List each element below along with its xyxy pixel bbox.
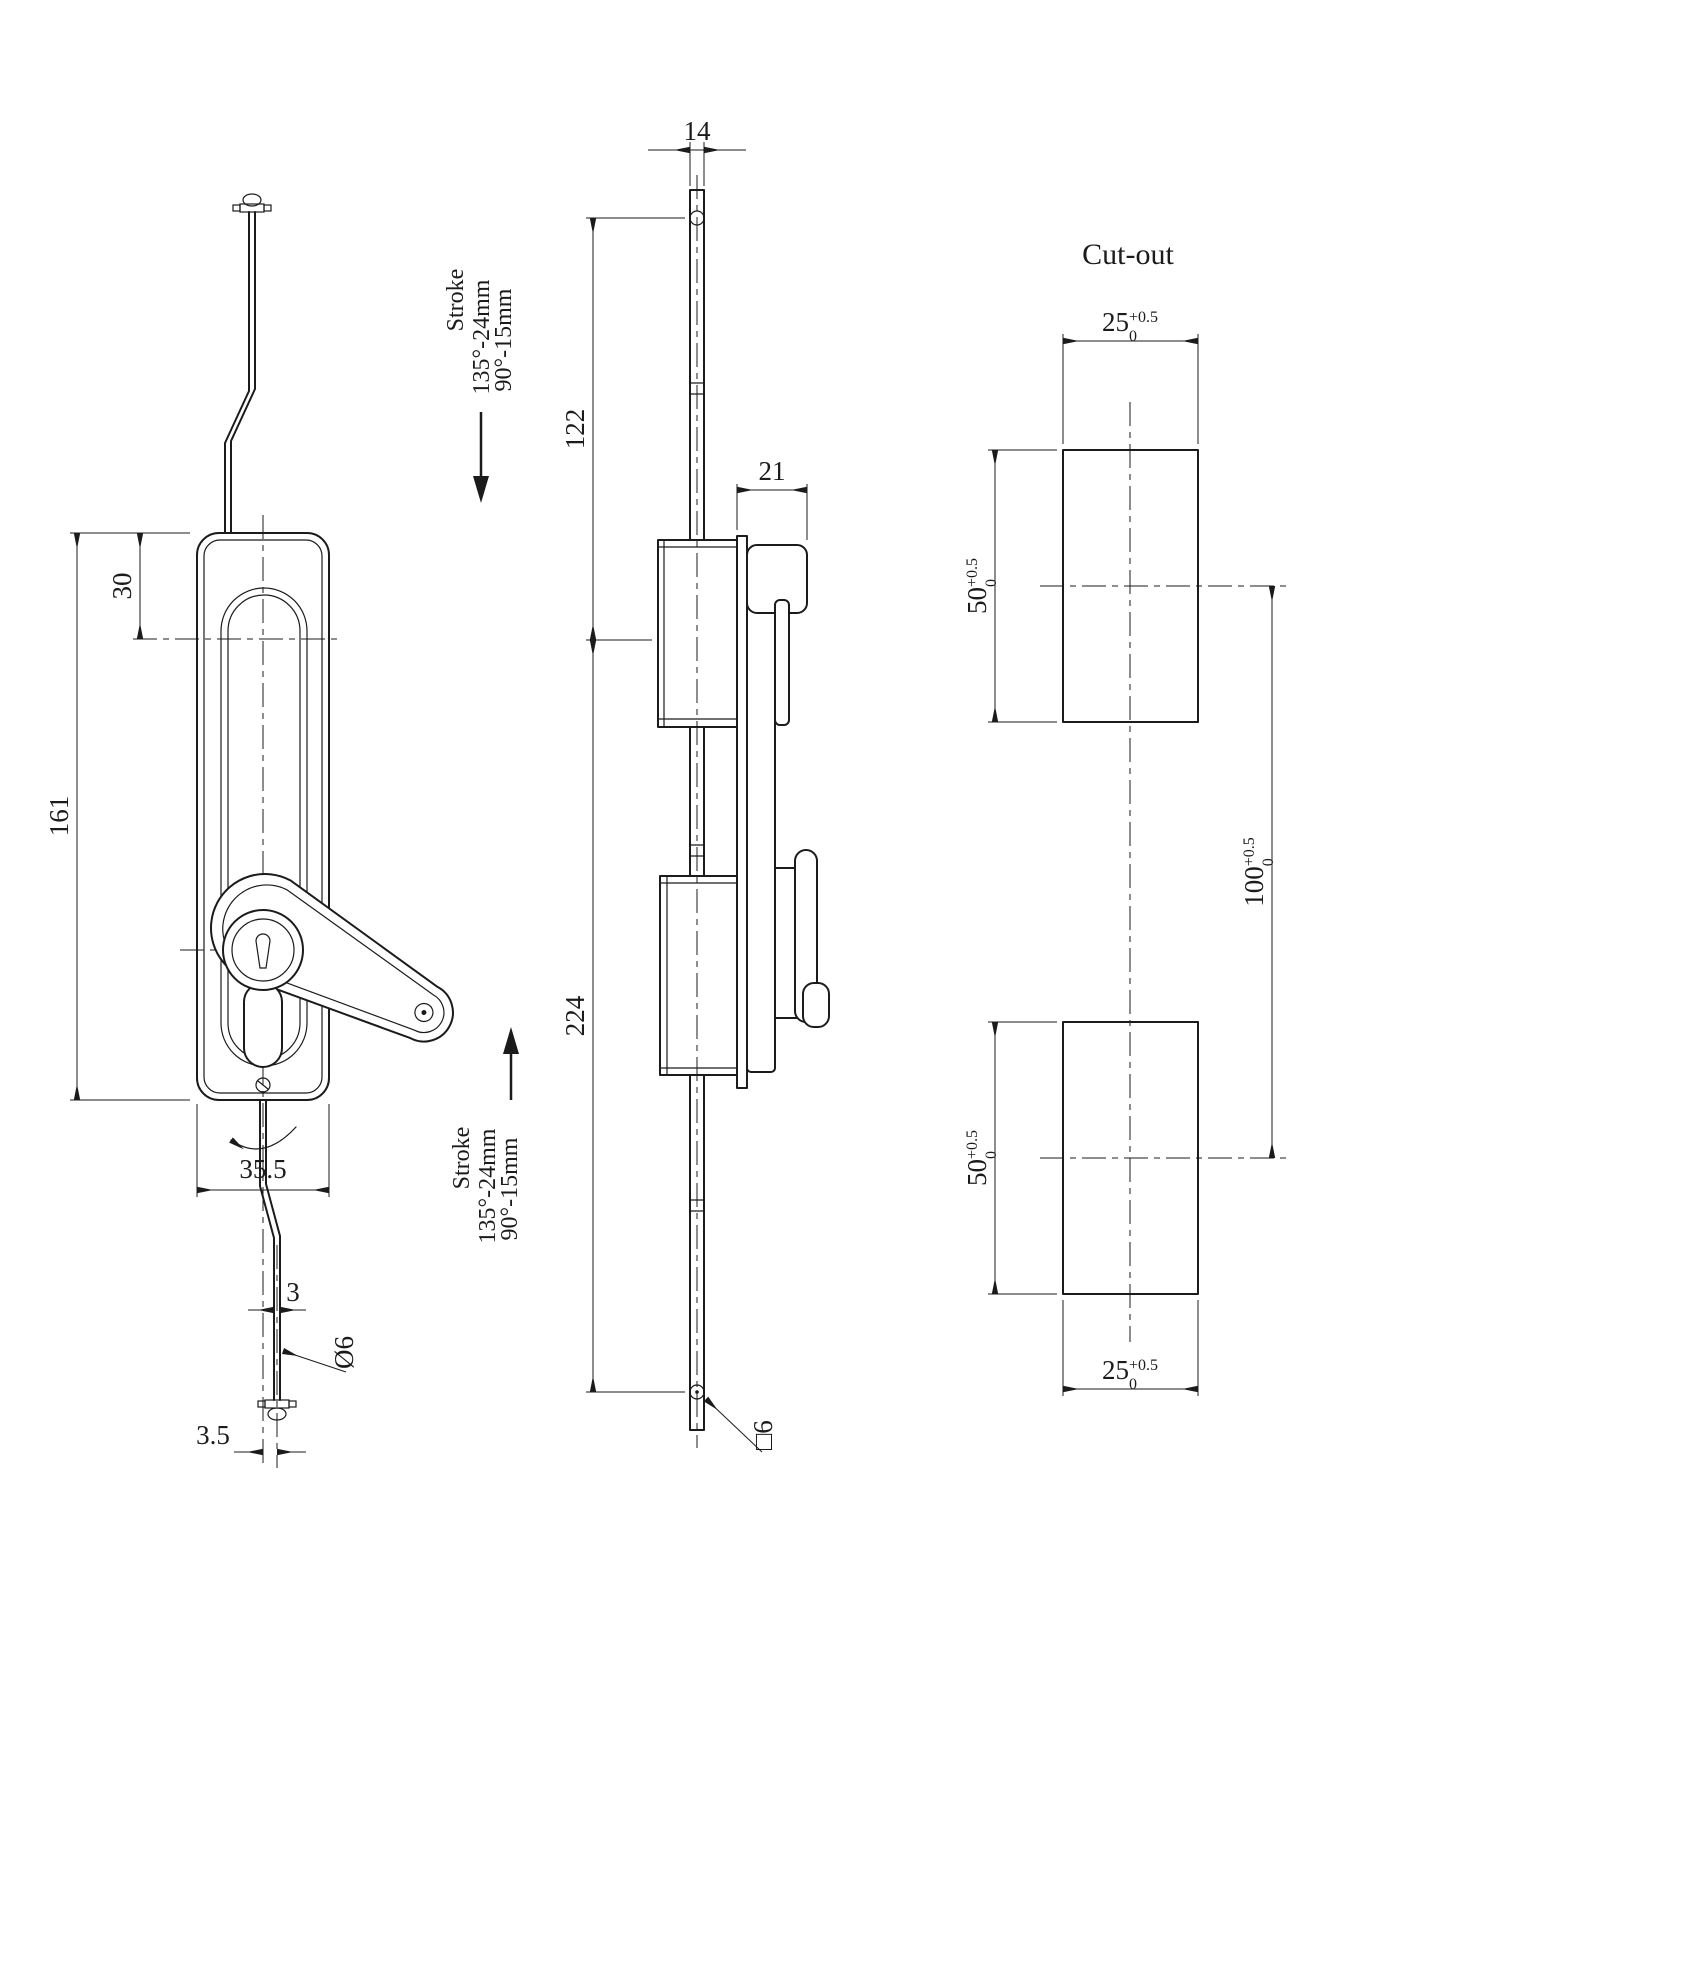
dim-end-offset: 3.5 [196,1420,306,1456]
leader-line [281,1347,347,1373]
side-view: 14 122 224 21 □6 [560,116,830,1453]
body-inner-outline [203,539,323,1094]
dim-text-122: 122 [560,409,590,450]
bottom-connector-cap [267,1407,287,1421]
dim-hole-offset: 30 [70,532,190,639]
bottom-connector-nub-left [257,1400,266,1408]
rod-bottom-hole-center [695,1390,699,1394]
dim-lower-rod-length: 224 [560,640,685,1393]
front-lock-face [222,909,304,1093]
mounting-plate [736,535,748,1089]
front-body [196,532,330,1101]
dim-text-3: 3 [286,1277,300,1307]
down-arrow-icon [473,476,489,503]
dim-rod-square: □6 [703,1396,778,1453]
stroke-value-135: 135°-24mm [469,279,495,394]
dim-text-3-5: 3.5 [196,1420,230,1450]
bottom-screw-slot [257,1080,269,1090]
upper-rod-right-edge [230,211,256,534]
dim-text-21: 21 [759,456,786,486]
keyhole-icon [255,933,271,969]
dim-rod-offset: 3 [248,1277,306,1314]
top-connector-cap [242,193,262,207]
body-outer-outline [196,532,330,1101]
dim-rod-width: 14 [648,116,746,186]
front-view: 30 161 35.5 3 Ø6 3.5 [44,193,454,1468]
lower-rod-right-edge [265,1099,281,1401]
dim-body-height: 161 [44,533,190,1101]
dim-text-dia6: Ø6 [329,1336,359,1369]
dim-body-width: 35.5 [196,1104,330,1197]
handle-hub [774,867,798,1019]
rotation-arrow [229,1126,297,1150]
key-cylinder-inner [231,918,295,982]
top-connector-nub-right [263,204,272,212]
side-body [657,535,830,1089]
up-arrow-icon [503,1027,519,1054]
top-connector-flange [239,203,265,213]
dim-text-224: 224 [560,995,590,1036]
escutcheon-oval [243,982,283,1068]
stroke-title: Stroke [443,269,469,332]
dim-upper-rod-length: 122 [560,217,685,641]
dim-rod-diameter: Ø6 [281,1336,359,1373]
dim-text-30: 30 [107,573,137,600]
dim-text-161: 161 [44,796,74,837]
stroke-value-90: 90°-15mm [491,288,517,391]
lower-rod-left-edge [259,1099,275,1401]
bottom-screw [255,1077,271,1093]
lower-clamp-block [659,875,738,1076]
handle-knob-profile [802,982,830,1028]
handle-tip-button [414,1002,434,1023]
front-lower-rod [257,1099,297,1421]
dim-body-depth: 21 [736,456,808,540]
stroke-value-135: 135°-24mm [475,1128,501,1243]
key-cylinder-outer [222,909,304,991]
upper-rod-left-edge [224,211,250,534]
dim-text-35-5: 35.5 [239,1154,286,1184]
front-upper-rod [224,193,272,534]
stroke-note-top: Stroke 135°-24mm 90°-15mm [443,269,517,503]
latch-protrusion [774,599,790,726]
housing-back [746,551,776,1073]
stroke-note-bottom: Stroke 135°-24mm 90°-15mm [449,1027,523,1243]
dim-text-14: 14 [684,116,712,146]
stroke-title: Stroke [449,1127,475,1190]
dim-text-sq6: □6 [748,1420,778,1450]
leader-line [703,1396,763,1453]
handle-tip-dot [421,1010,427,1016]
top-connector-nub-left [232,204,241,212]
cutout-title: Cut-out [1082,238,1174,271]
bottom-connector-nub-right [288,1400,297,1408]
stroke-value-90: 90°-15mm [497,1137,523,1240]
